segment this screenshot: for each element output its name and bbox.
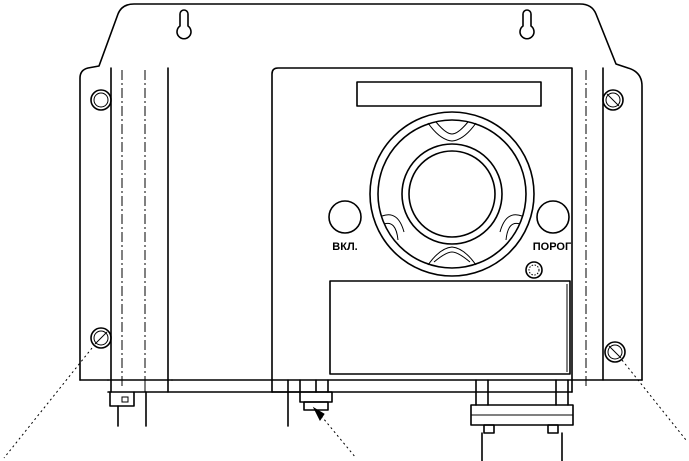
cable-gland: [287, 379, 333, 427]
leader-line-left: [3, 347, 93, 459]
threshold-button[interactable]: [536, 200, 570, 234]
keyhole-slot-left: [176, 9, 192, 40]
left-bracket: [109, 391, 135, 407]
right-side-panel: [585, 67, 604, 388]
terminal-cover: [329, 280, 571, 375]
bottom-connector: [470, 379, 574, 461]
threshold-button-label: ПОРОГ: [533, 241, 572, 253]
indicator-led: [525, 261, 543, 279]
display-window: [356, 81, 542, 107]
gland-arrow: [312, 406, 325, 421]
keyhole-slot-right: [519, 9, 535, 40]
mounting-plate: [79, 3, 643, 381]
main-housing: [271, 67, 573, 393]
leader-line-right: [621, 359, 687, 441]
power-button-label: ВКЛ.: [332, 241, 357, 253]
dial: [369, 111, 535, 277]
screw-top-left: [90, 89, 112, 111]
screw-top-right: [602, 89, 624, 111]
power-button[interactable]: [328, 200, 362, 234]
screw-bottom-right: [604, 341, 626, 363]
leader-line-gland: [317, 411, 357, 459]
screw-bottom-left: [90, 327, 112, 349]
